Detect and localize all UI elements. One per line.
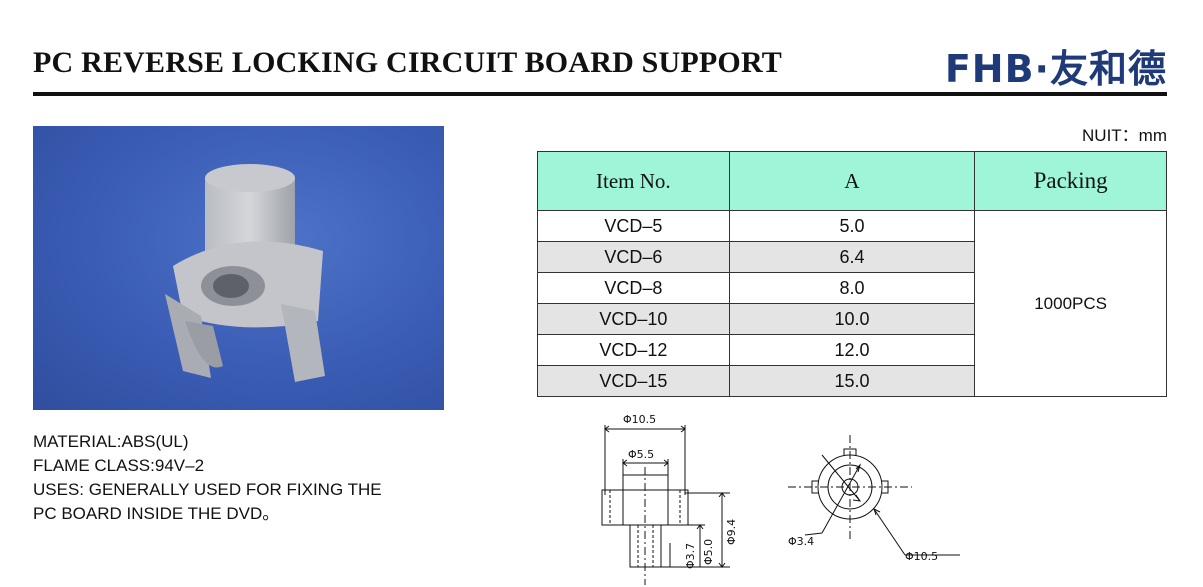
dim-outer: Φ10.5 [905,550,938,563]
item-cell: VCD–8 [537,272,730,304]
dim-top-width: Φ10.5 [623,413,656,426]
header-item-no: Item No. [537,151,730,211]
a-cell: 12.0 [728,334,976,366]
table-row: VCD–15 15.0 [537,365,1167,397]
a-cell: 6.4 [728,241,976,273]
table-row: VCD–8 8.0 [537,272,1167,304]
a-cell: 10.0 [728,303,976,335]
uses-text-line2: PC BOARD INSIDE THE DVD。 [33,504,280,523]
brand-logo: FHB·友和德 [944,47,1167,91]
spec-table: Item No. A Packing VCD–5 5.0 1000PCS VCD… [537,151,1167,397]
table-row: VCD–5 5.0 1000PCS [537,210,1167,397]
a-cell: 5.0 [728,210,976,242]
table-header-row: Item No. A Packing [537,151,1167,211]
item-cell: VCD–15 [537,365,730,397]
title-divider [33,92,1167,96]
a-cell: 8.0 [728,272,976,304]
header-packing: Packing [974,151,1167,211]
product-photo [33,126,444,410]
uses-text-line1: USES: GENERALLY USED FOR FIXING THE [33,480,382,499]
item-cell: VCD–10 [537,303,730,335]
header-a: A [728,151,976,211]
a-cell: 15.0 [728,365,976,397]
table-row: VCD–10 10.0 [537,303,1167,335]
dim-h2: Φ5.0 [702,539,715,565]
product-photo-image [165,164,325,382]
dim-h3: Φ9.4 [725,519,738,545]
material-text: MATERIAL:ABS(UL) [33,432,189,451]
unit-label: NUIT：mm [1082,126,1167,145]
technical-drawing: Φ10.5 Φ5.5 Φ3.7 Φ5.0 Φ9.4 Φ3.4 Φ10.5 [601,413,960,585]
dim-inner-width: Φ5.5 [628,448,654,461]
dim-hole: Φ3.4 [788,535,814,548]
side-view [601,425,730,585]
product-specs: MATERIAL:ABS(UL) FLAME CLASS:94V–2 USES:… [33,430,473,526]
item-cell: VCD–5 [537,210,730,242]
table-row: VCD–6 6.4 [537,241,1167,273]
item-cell: VCD–12 [537,334,730,366]
top-view [788,435,960,556]
item-cell: VCD–6 [537,241,730,273]
flame-class-text: FLAME CLASS:94V–2 [33,456,205,475]
page-title: PC REVERSE LOCKING CIRCUIT BOARD SUPPORT [33,46,782,79]
packing-cell: 1000PCS [974,210,1167,397]
dim-h1: Φ3.7 [684,543,697,569]
